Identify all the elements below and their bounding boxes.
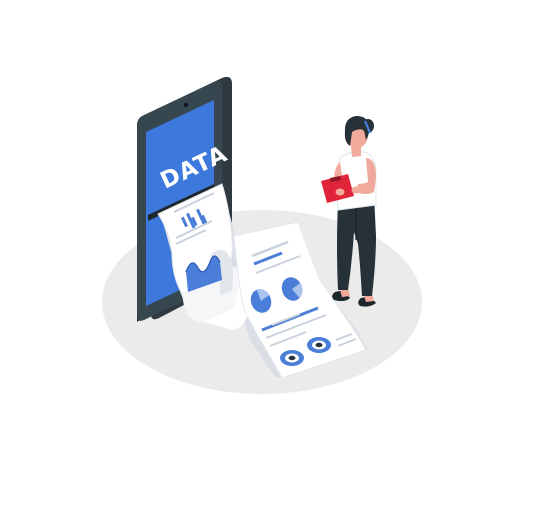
data-report-icon [157, 183, 368, 379]
donut-chart-left [280, 350, 304, 366]
person-icon [321, 116, 377, 307]
donut-chart-right [307, 337, 331, 353]
clipboard-icon [321, 174, 354, 203]
pie-chart-left [250, 289, 272, 313]
pie-chart-right [281, 277, 303, 301]
